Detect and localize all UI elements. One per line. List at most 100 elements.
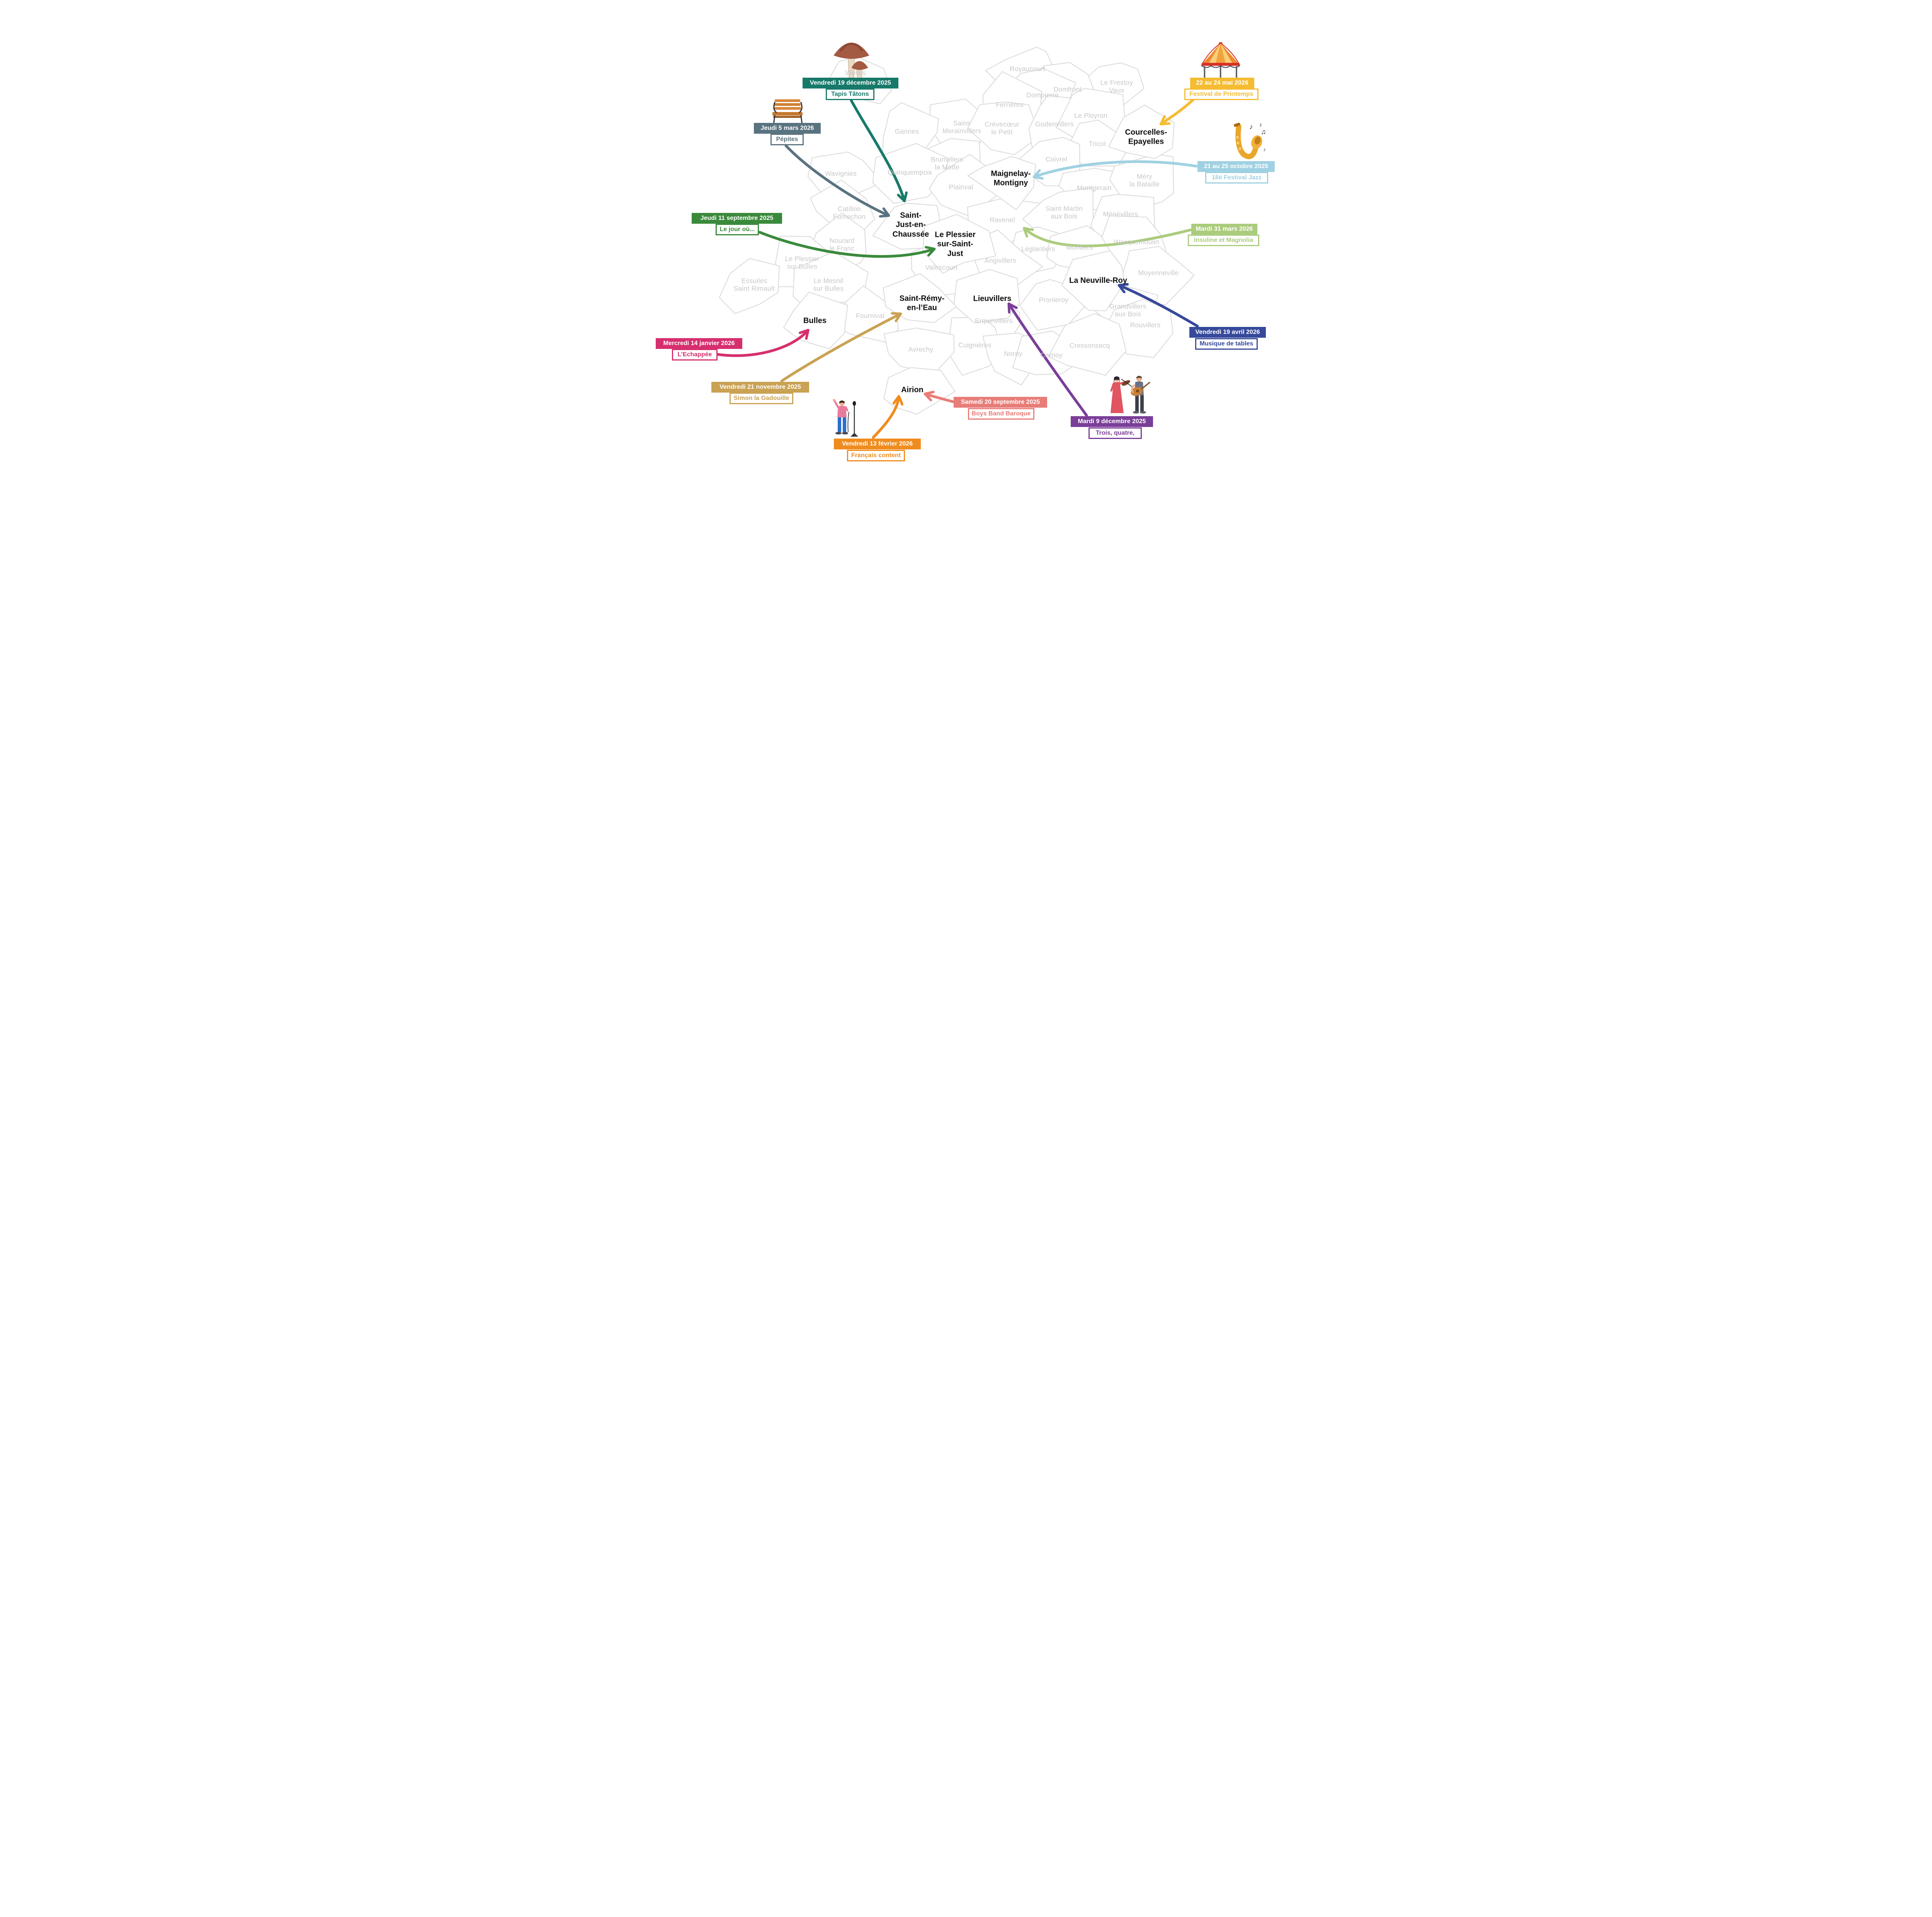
commune-label: Pronleroy [1039, 296, 1069, 304]
commune-label-line: Ravenel [990, 216, 1015, 224]
commune-label: Cressonsacq [1070, 342, 1110, 350]
commune-cell [953, 269, 1020, 323]
town-label-line: Courcelles- [1125, 128, 1167, 137]
town-label: Maignelay-Montigny [991, 169, 1031, 188]
saxophone-icon: ♪ ♪ ♫ ♪ [1234, 122, 1266, 159]
commune-label: Montgerain [1077, 184, 1112, 192]
commune-label-line: aux Bois [1051, 212, 1078, 220]
commune-cells [719, 46, 1195, 415]
bench-icon [772, 99, 803, 126]
commune-label-line: Le Mesnil [813, 277, 844, 285]
commune-label-line: Moyenneville [1138, 269, 1179, 277]
commune-label: Avrechy [908, 346, 933, 354]
commune-label-line: le Petit [991, 128, 1013, 136]
commune-label-line: Noroy [1004, 350, 1022, 358]
commune-label-line: Gannes [895, 128, 919, 136]
event-title-badge: Tapis Tâtons [826, 88, 874, 100]
town-label-line: sur-Saint- [937, 240, 973, 248]
commune-label-line: sur Bulles [813, 284, 844, 292]
commune-cell [1061, 250, 1125, 311]
event-date-badge: 22 au 24 mai 2026 [1190, 78, 1254, 88]
town-label: Saint-Just-en-Chaussée [893, 211, 929, 239]
event-date-badge: Vendredi 19 décembre 2025 [803, 78, 898, 88]
commune-label: Fournival [856, 312, 884, 320]
event-arrow [1032, 160, 1198, 180]
commune-label: Le Ployron [1074, 112, 1107, 120]
commune-label-line: sur Bulles [787, 262, 818, 270]
event-date-badge: Vendredi 21 novembre 2025 [711, 382, 809, 393]
commune-label-line: Léglantiers [1021, 245, 1055, 253]
commune-label: Rouvillers [1130, 321, 1161, 329]
event-arrow [1022, 227, 1192, 247]
town-label-line: Chaussée [892, 230, 929, 239]
commune-cell [922, 214, 997, 274]
town-label-line: Montigny [993, 179, 1028, 187]
town-label-line: Saint- [900, 211, 922, 220]
commune-label-line: Cressonsacq [1069, 342, 1110, 350]
musicians-icon [1110, 376, 1151, 414]
town-label: Lieuvillers [973, 294, 1012, 303]
commune-label-line: Tricot [1088, 140, 1106, 148]
commune-label-line: Morainvillers [942, 127, 981, 134]
event-title-badge: Pépites [770, 134, 804, 145]
commune-label: Tricot [1089, 140, 1106, 148]
town-label-line: Saint-Rémy- [899, 294, 945, 303]
event-title-badge: Musique de tables [1195, 338, 1258, 350]
event-title-badge: Simon la Gadouille [730, 393, 793, 404]
commune-label-line: Méry [1137, 172, 1152, 180]
commune-label: Quinquempoix [888, 169, 932, 177]
commune-label-line: Montgerain [1077, 184, 1112, 192]
event-date-badge: Mardi 9 décembre 2025 [1071, 416, 1153, 427]
commune-label-line: Rouvillers [1130, 321, 1161, 329]
commune-label-line: Fumechon [833, 213, 866, 220]
town-label: Bulles [803, 316, 827, 325]
commune-label-line: Le Plessier [785, 255, 820, 263]
commune-label-line: Crèvecœur [985, 120, 1019, 128]
town-label-line: Airion [901, 385, 923, 394]
event-arrow [923, 391, 955, 403]
commune-label: Montiers [1066, 244, 1093, 252]
commune-label-line: Montiers [1066, 243, 1093, 252]
town-label: La Neuville-Roy [1069, 276, 1127, 285]
event-title-badge: Trois, quatre, [1088, 427, 1142, 439]
event-title-badge: L’Echappée [672, 349, 718, 361]
commune-label-line: le Franc [829, 244, 855, 252]
commune-cell [967, 156, 1036, 211]
town-label: Courcelles-Epayelles [1125, 128, 1167, 147]
commune-label: Moyenneville [1138, 269, 1179, 277]
commune-label-line: Brunvillers [931, 155, 963, 163]
commune-label-line: la Motte [935, 163, 959, 171]
commune-label-line: Vaux [1109, 86, 1124, 94]
commune-label-line: Angivillers [985, 257, 1016, 265]
commune-cell [967, 101, 1040, 155]
commune-label: Coivrel [1046, 156, 1067, 163]
commune-label-line: Ferrières [996, 101, 1024, 109]
event-date-badge: Samedi 20 septembre 2025 [954, 397, 1047, 408]
commune-cell [1048, 313, 1127, 376]
commune-cell [719, 258, 780, 314]
commune-label: Royaucourt [1010, 65, 1045, 73]
event-arrows [716, 98, 1199, 439]
town-label-line: Just-en- [896, 220, 926, 229]
commune-label-line: Dompierre [1026, 91, 1059, 99]
commune-label-line: Sains [953, 119, 971, 127]
commune-label-line: la Bataille [1129, 180, 1160, 188]
commune-boundaries-map [716, 46, 1199, 439]
event-arrow [1117, 283, 1199, 328]
commune-label-line: Le Frestoy [1100, 78, 1133, 87]
svg-text:♪: ♪ [1259, 122, 1262, 128]
commune-label: Wavignies [825, 170, 857, 178]
commune-label-line: Cernoy [1040, 351, 1063, 359]
commune-label-line: Catillon [838, 205, 861, 213]
event-arrow [784, 144, 890, 218]
commune-label: Angivillers [985, 257, 1016, 265]
commune-label-line: Wacquemoulin [1114, 238, 1159, 246]
commune-label: Domfront [1053, 86, 1082, 94]
